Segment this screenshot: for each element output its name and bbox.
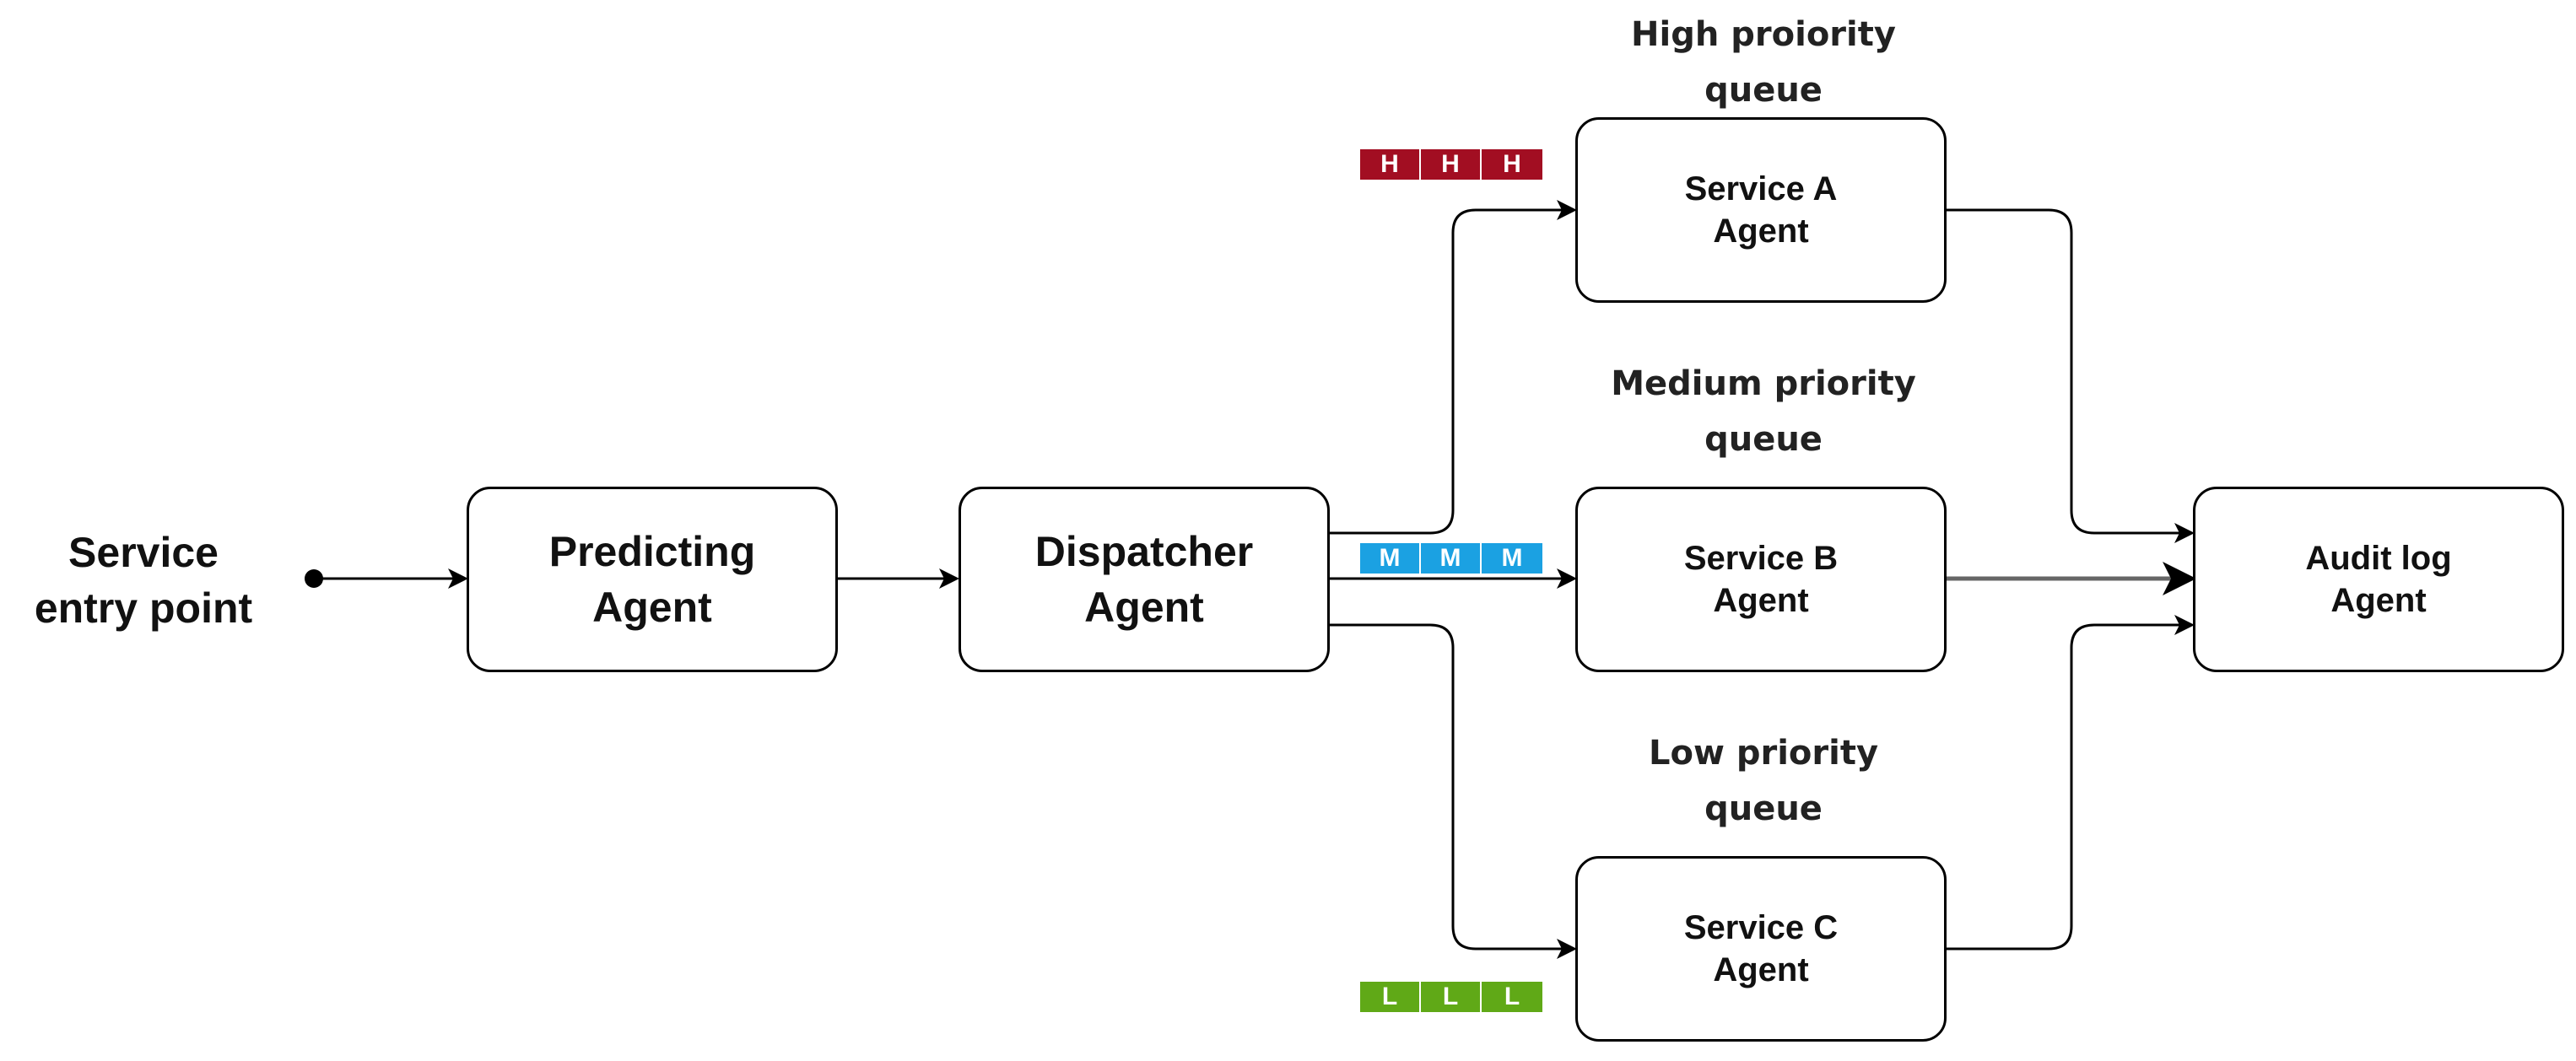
entry-point-line1: Service: [68, 529, 219, 576]
low-priority-queue-label: Low priority queue: [1536, 725, 1991, 837]
service-a-line2: Agent: [1713, 213, 1809, 250]
service-a-line1: Service A: [1684, 170, 1838, 207]
service-c-line1: Service C: [1683, 909, 1839, 946]
entry-point-line2: entry point: [34, 584, 253, 632]
medium-queue-item: M: [1421, 543, 1482, 574]
service-b-line2: Agent: [1713, 582, 1809, 619]
edge-service-c-audit: [1947, 615, 2195, 951]
medium-priority-label-line1: Medium priority: [1611, 364, 1916, 403]
low-queue-item: L: [1360, 982, 1421, 1012]
high-queue-item: H: [1421, 149, 1482, 180]
medium-queue-item: M: [1360, 543, 1421, 574]
low-queue-item: L: [1421, 982, 1482, 1012]
low-priority-label-line1: Low priority: [1648, 734, 1879, 773]
service-a-agent-node[interactable]: Service A Agent: [1575, 117, 1947, 303]
audit-log-line2: Agent: [2330, 582, 2427, 619]
predicting-agent-line1: Predicting: [548, 528, 756, 575]
high-priority-label-line2: queue: [1704, 71, 1823, 110]
high-priority-label-line1: High proiority: [1631, 15, 1896, 54]
service-b-agent-node[interactable]: Service B Agent: [1575, 487, 1947, 672]
service-c-line2: Agent: [1713, 951, 1809, 988]
medium-queue-item: M: [1482, 543, 1542, 574]
medium-priority-queue-label: Medium priority queue: [1536, 356, 1991, 467]
medium-priority-label-line2: queue: [1704, 420, 1823, 459]
low-priority-label-line2: queue: [1704, 789, 1823, 828]
audit-log-line1: Audit log: [2305, 540, 2452, 577]
audit-log-agent-node[interactable]: Audit log Agent: [2193, 487, 2564, 672]
predicting-agent-node[interactable]: Predicting Agent: [467, 487, 838, 672]
service-b-line1: Service B: [1683, 540, 1839, 577]
low-queue-item: L: [1482, 982, 1542, 1012]
dispatcher-agent-node[interactable]: Dispatcher Agent: [959, 487, 1330, 672]
edge-dispatcher-service-c: [1330, 623, 1577, 959]
predicting-agent-line2: Agent: [592, 584, 712, 631]
dispatcher-agent-line1: Dispatcher: [1034, 528, 1254, 575]
service-c-agent-node[interactable]: Service C Agent: [1575, 856, 1947, 1042]
high-queue-item: H: [1482, 149, 1542, 180]
high-queue-item: H: [1360, 149, 1421, 180]
dispatcher-agent-line2: Agent: [1084, 584, 1204, 631]
edge-service-a-audit: [1947, 208, 2195, 543]
high-priority-queue-label: High proiority queue: [1536, 7, 1991, 118]
edge-dispatcher-service-a: [1330, 200, 1577, 535]
entry-point-label: Service entry point: [8, 525, 278, 636]
